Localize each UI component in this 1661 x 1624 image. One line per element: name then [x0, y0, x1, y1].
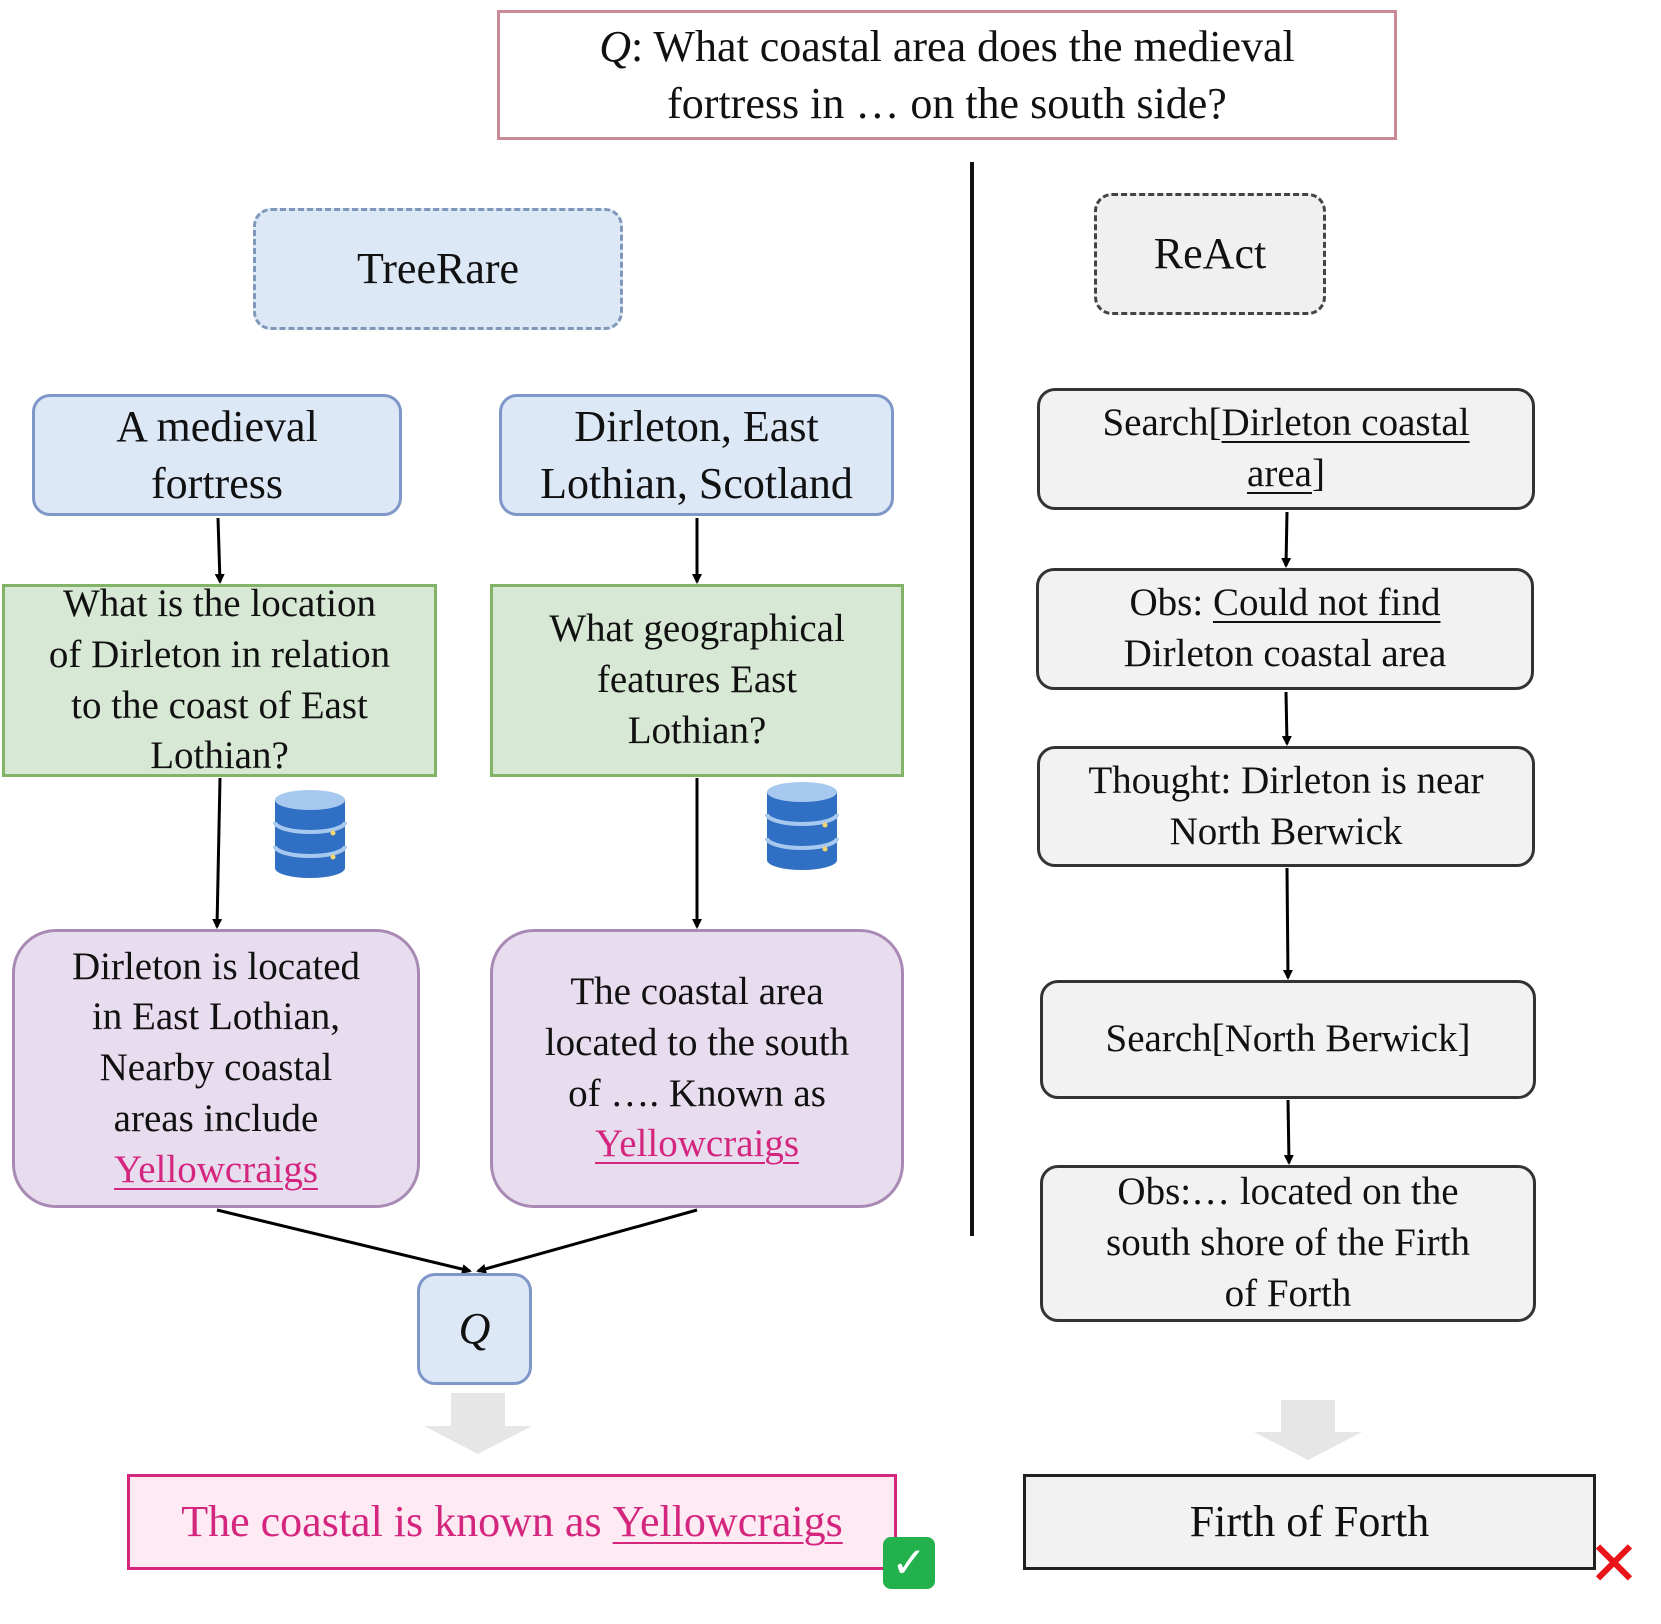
question-line-1: : What coastal area does the medieval	[631, 21, 1295, 71]
database-icon	[273, 790, 347, 878]
database-icon	[765, 782, 839, 870]
arrow-react-2-3	[1281, 691, 1292, 746]
react-title: ReAct	[1153, 229, 1267, 279]
arrow-retrieval2-to-q	[476, 1208, 698, 1274]
arrow-subq1-to-retrieval1	[212, 777, 223, 929]
highlight-yellowcraigs: Yellowcraigs	[594, 1122, 800, 1166]
react-answer: Firth of Forth	[1189, 1497, 1430, 1547]
react-step-thought: Thought: Dirleton is near North Berwick	[1037, 746, 1535, 867]
check-icon: ✓	[883, 1537, 935, 1589]
arrow-react-1-2	[1281, 511, 1292, 568]
react-title-box: ReAct	[1094, 193, 1326, 315]
treerare-answer-box: The coastal is known as Yellowcraigs	[127, 1474, 897, 1570]
treerare-answer-prefix: The coastal is known as	[181, 1497, 613, 1547]
cross-icon: ✕	[1588, 1527, 1640, 1600]
treerare-answer-highlight: Yellowcraigs	[612, 1497, 843, 1547]
arrow-react-3-4	[1282, 867, 1293, 980]
react-step-obs-notfound: Obs: Could not find Dirleton coastal are…	[1036, 568, 1534, 690]
treerare-title-box: TreeRare	[253, 208, 623, 330]
react-step-obs-forth: Obs:… located on the south shore of the …	[1040, 1165, 1536, 1322]
arrow-retrieval1-to-q	[216, 1208, 472, 1274]
react-search-link: Dirleton coastal	[1221, 401, 1470, 445]
result-arrow-react	[1254, 1400, 1362, 1460]
subquestion-node-location: What is the location of Dirleton in rela…	[2, 582, 437, 777]
entity-node-fortress: A medieval fortress	[32, 394, 402, 516]
arrow-react-4-5	[1283, 1099, 1294, 1165]
retrieval-node-1: Dirleton is located in East Lothian, Nea…	[12, 929, 420, 1208]
question-line-2: fortress in … on the south side?	[667, 79, 1227, 128]
highlight-yellowcraigs: Yellowcraigs	[113, 1147, 319, 1191]
entity-node-dirleton: Dirleton, East Lothian, Scotland	[499, 394, 894, 516]
treerare-title: TreeRare	[356, 244, 520, 294]
question-box: Q: What coastal area does the medieval f…	[497, 10, 1397, 140]
react-obs-link: Could not find	[1212, 581, 1441, 625]
question-label: Q	[599, 21, 631, 71]
retrieval-node-2: The coastal area located to the south of…	[490, 929, 904, 1208]
react-step-search-dirleton: Search[Dirleton coastal area]	[1037, 388, 1535, 510]
merge-q-node: Q	[417, 1273, 532, 1385]
subquestion-node-features: What geographical features East Lothian?	[490, 584, 904, 777]
arrow-entity1-to-subq1	[214, 517, 225, 584]
react-answer-box: Firth of Forth	[1023, 1474, 1596, 1570]
result-arrow-treerare	[424, 1393, 532, 1454]
react-step-search-berwick: Search[North Berwick]	[1040, 980, 1536, 1099]
